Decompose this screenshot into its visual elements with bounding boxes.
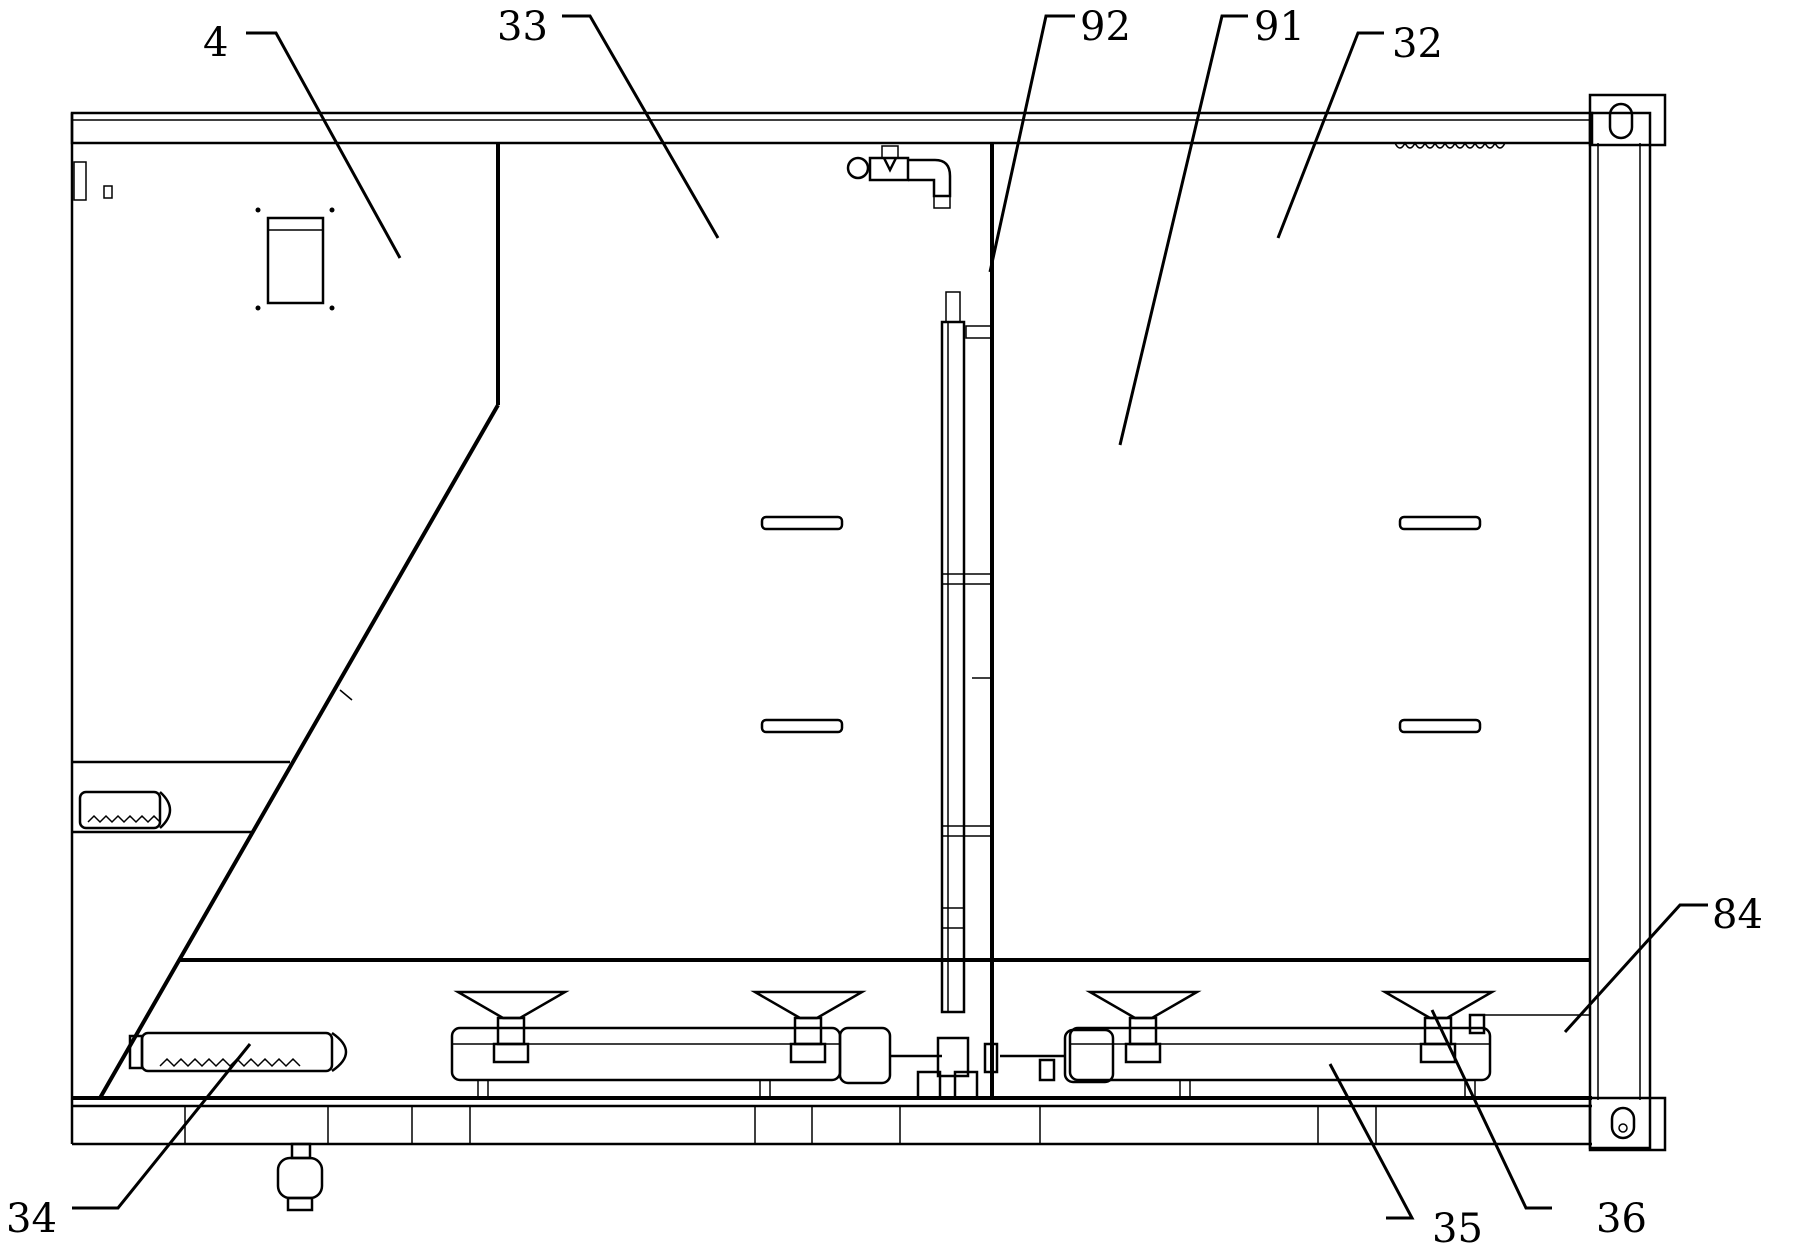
label-32: 32 — [1392, 21, 1443, 67]
corner-casting-bottom — [1588, 1096, 1667, 1152]
label-84: 84 — [1712, 892, 1763, 938]
heater-pipe-34-icon — [128, 1031, 348, 1073]
valve-top-icon — [846, 145, 952, 209]
chamber-4-outline — [98, 143, 500, 1099]
label-92: 92 — [1080, 4, 1131, 50]
vent-grille — [1394, 141, 1506, 149]
nozzle-3-icon — [1085, 990, 1202, 1064]
pipe-35 — [450, 1026, 1492, 1100]
pipe-supports — [477, 1079, 1476, 1099]
label-33: 33 — [497, 4, 548, 50]
shelf-left — [72, 760, 290, 834]
label-35: 35 — [1432, 1206, 1483, 1248]
drain-valve-icon — [276, 1142, 324, 1212]
vertical-pipe — [940, 291, 993, 1014]
label-36: 36 — [1596, 1196, 1647, 1242]
nozzle-4-icon — [1380, 990, 1497, 1064]
corner-casting-top — [1588, 93, 1667, 147]
small-fitting-top-left — [73, 161, 113, 201]
container-frame — [70, 111, 1652, 1150]
nozzle-1-icon — [453, 990, 570, 1064]
label-91: 91 — [1254, 4, 1305, 50]
ledge-line — [178, 958, 1590, 1016]
electrical-box — [255, 207, 335, 311]
leader-lines — [72, 14, 1708, 1220]
slots — [760, 515, 1482, 734]
nozzle-2-icon — [750, 990, 867, 1064]
heater-pipe-upper-icon — [78, 790, 172, 830]
label-4: 4 — [203, 20, 228, 66]
label-34: 34 — [6, 1196, 57, 1242]
